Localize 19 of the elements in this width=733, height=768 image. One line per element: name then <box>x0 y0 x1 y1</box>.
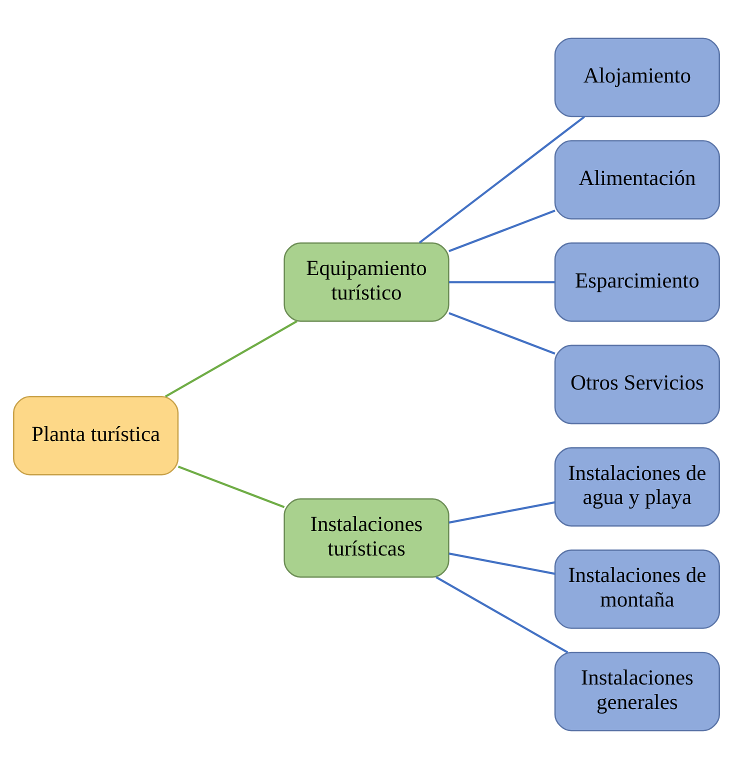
connector <box>449 280 555 283</box>
node-box: Instalaciones de agua y playa <box>554 446 720 526</box>
connector <box>436 576 568 653</box>
node-box: Alimentación <box>554 140 720 220</box>
node-box: Instalaciones turísticas <box>284 498 450 578</box>
connector <box>448 500 556 524</box>
connector <box>418 115 585 244</box>
node-box: Planta turística <box>12 395 179 475</box>
connector <box>448 552 556 574</box>
connector <box>164 320 298 397</box>
connector <box>178 465 285 508</box>
connector <box>448 209 556 252</box>
node-box: Equipamiento turístico <box>284 242 450 322</box>
node-box: Instalaciones de montaña <box>554 548 720 628</box>
connector <box>448 312 556 354</box>
node-box: Instalaciones generales <box>554 651 720 731</box>
node-box: Esparcimiento <box>554 242 720 322</box>
node-box: Otros Servicios <box>554 344 720 424</box>
node-box: Alojamiento <box>554 37 720 117</box>
